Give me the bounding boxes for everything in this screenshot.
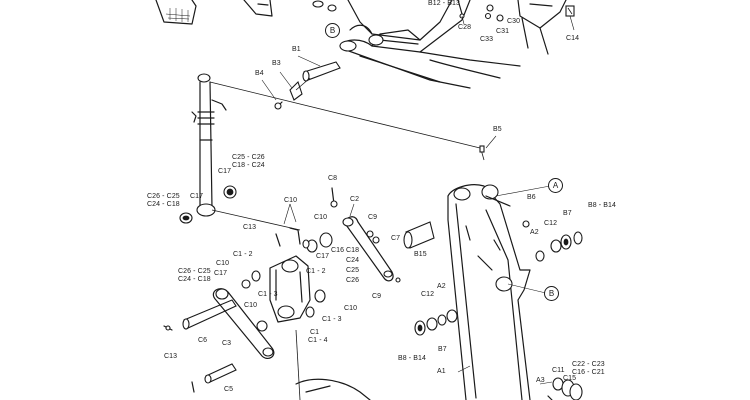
label-c18: C18 <box>346 247 360 254</box>
label-c17-left: C17 <box>190 193 204 200</box>
leader-lines <box>261 15 575 385</box>
label-c10-right: C10 <box>344 305 358 312</box>
label-c1-2-b: C1 - 2 <box>306 268 326 275</box>
label-b3: B3 <box>272 60 281 67</box>
label-c25-c26-top: C25 - C26 <box>232 154 265 161</box>
label-a1: A1 <box>437 368 446 375</box>
label-a3: A3 <box>536 377 545 384</box>
link-c2 <box>330 187 401 283</box>
label-c8: C8 <box>328 175 338 182</box>
label-c3: C3 <box>222 340 232 347</box>
bucket-fragment <box>155 0 197 25</box>
label-c26-c25-low: C26 - C25 <box>178 268 211 275</box>
label-b12-b13: B12 - B13 <box>428 0 461 7</box>
link-c1 <box>241 255 315 400</box>
label-c1-3-a: C1 - 3 <box>258 291 278 298</box>
callout-a-right: A <box>548 178 563 193</box>
label-c11: C11 <box>552 367 565 374</box>
label-c10-top: C10 <box>284 197 298 204</box>
label-c13-low: C13 <box>164 353 178 360</box>
label-c6: C6 <box>198 337 208 344</box>
link-c3-assembly <box>163 288 275 360</box>
pin-c5 <box>191 363 371 400</box>
label-c14: C14 <box>566 35 580 42</box>
label-c10-left: C10 <box>216 260 230 267</box>
label-c1-2-a: C1 - 2 <box>233 251 253 258</box>
label-c24: C24 <box>346 257 360 264</box>
label-c25: C25 <box>346 267 360 274</box>
label-c1-4: C1 - 4 <box>308 337 328 344</box>
label-c22-c23: C22 - C23 <box>572 361 605 368</box>
label-b8-b14-mid: B8 - B14 <box>398 355 427 362</box>
label-b1: B1 <box>292 46 301 53</box>
label-c24-c18-low: C24 - C18 <box>178 276 211 283</box>
callout-b-top: B <box>325 23 340 38</box>
label-c5: C5 <box>224 386 234 393</box>
label-c26: C26 <box>346 277 360 284</box>
label-c24-c18-left: C24 - C18 <box>147 201 180 208</box>
label-c16-c21: C16 - C21 <box>572 369 605 376</box>
label-a2-mid: A2 <box>437 283 446 290</box>
label-b8-b14-top: B8 - B14 <box>588 202 617 209</box>
top-right-bracket <box>457 0 575 55</box>
label-c12-mid: C12 <box>421 291 435 298</box>
label-c12-top: C12 <box>544 220 558 227</box>
label-c17-mid: C17 <box>316 253 330 260</box>
label-b5: B5 <box>493 126 502 133</box>
label-c10-low: C10 <box>244 302 258 309</box>
label-b15: B15 <box>414 251 427 258</box>
label-c18-c24-top: C18 - C24 <box>232 162 265 169</box>
label-c10-center: C10 <box>314 214 328 221</box>
label-c28: C28 <box>458 24 472 31</box>
label-c1: C1 <box>310 329 320 336</box>
left-bushing-group <box>179 185 237 224</box>
bracket-fragment <box>243 0 273 17</box>
label-c17-top: C17 <box>218 168 232 175</box>
pin-b1-assembly <box>274 61 341 110</box>
label-b6: B6 <box>527 194 536 201</box>
callout-b-right: B <box>544 286 559 301</box>
label-c30: C30 <box>507 18 521 25</box>
label-a2-top: A2 <box>530 229 539 236</box>
cylinder-rod <box>191 73 481 231</box>
label-c16: C16 <box>331 247 345 254</box>
label-c7: C7 <box>391 235 401 242</box>
arm-bushings <box>403 220 583 336</box>
label-c31: C31 <box>496 28 510 35</box>
top-washers <box>312 0 337 12</box>
arm-structure <box>447 145 531 400</box>
label-c13-top: C13 <box>243 224 257 231</box>
label-c15: C15 <box>563 375 577 382</box>
label-c17-left2: C17 <box>214 270 228 277</box>
label-b7-mid: B7 <box>438 346 447 353</box>
bottom-right-parts <box>547 377 583 400</box>
label-c1-3-b: C1 - 3 <box>322 316 342 323</box>
label-c2: C2 <box>350 196 360 203</box>
boom-structure <box>339 0 521 89</box>
label-c9-top: C9 <box>368 214 378 221</box>
label-c33: C33 <box>480 36 494 43</box>
label-b7-top: B7 <box>563 210 572 217</box>
label-c9-low: C9 <box>372 293 382 300</box>
label-c26-c25-left: C26 - C25 <box>147 193 180 200</box>
center-bushings <box>275 227 333 303</box>
label-b4: B4 <box>255 70 264 77</box>
